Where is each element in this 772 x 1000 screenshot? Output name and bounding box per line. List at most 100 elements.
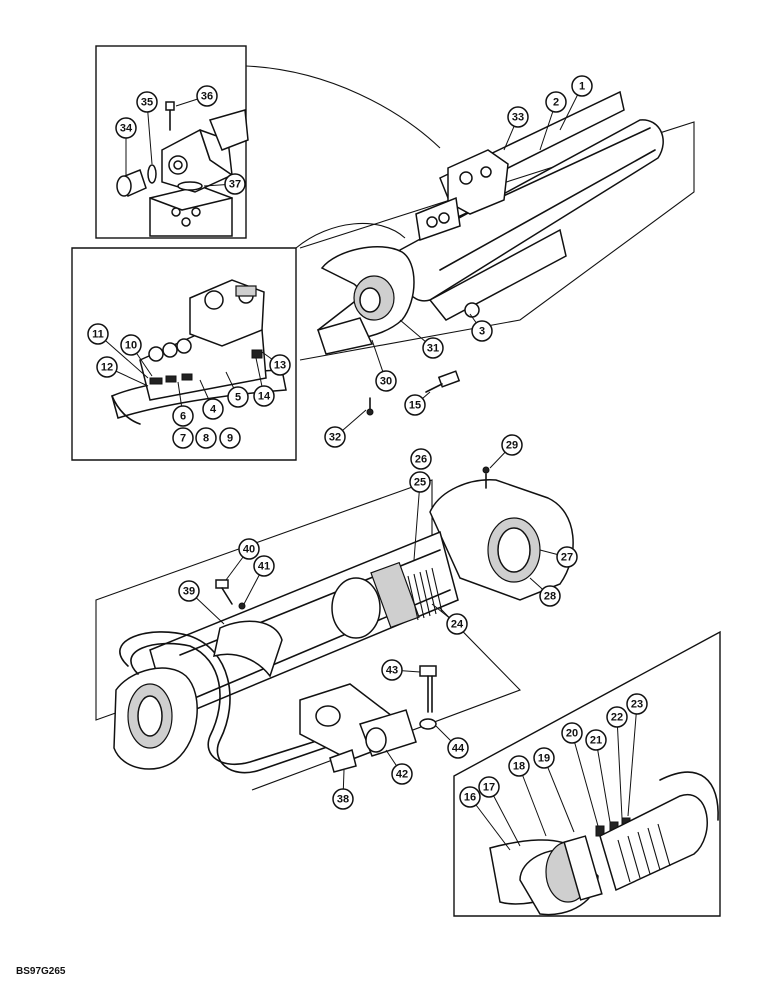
callout-25: 25 [409, 471, 431, 493]
callout-number: 27 [561, 552, 573, 564]
callout-number: 44 [452, 743, 465, 755]
callout-number: 23 [631, 699, 643, 711]
callout-3: 3 [471, 320, 493, 342]
callout-15: 15 [404, 394, 426, 416]
callout-number: 1 [579, 81, 585, 93]
callout-number: 10 [125, 340, 137, 352]
callout-27: 27 [556, 546, 578, 568]
callout-19: 19 [533, 747, 555, 769]
callout-28: 28 [539, 585, 561, 607]
callout-number: 12 [101, 362, 113, 374]
callout-number: 29 [506, 440, 518, 452]
inset-box-top [95, 45, 441, 239]
callout-circle [136, 91, 158, 113]
callout-41: 41 [253, 555, 275, 577]
callout-circle [219, 427, 241, 449]
callout-circle [585, 729, 607, 751]
callout-circle [96, 356, 118, 378]
callout-number: 18 [513, 761, 525, 773]
callout-44: 44 [447, 737, 469, 759]
callout-number: 31 [427, 343, 439, 355]
callout-36: 36 [196, 85, 218, 107]
callout-number: 3 [479, 326, 485, 338]
callout-circle [115, 117, 137, 139]
callout-number: 20 [566, 728, 578, 740]
callout-number: 28 [544, 591, 556, 603]
callout-30: 30 [375, 370, 397, 392]
callout-number: 24 [451, 619, 464, 631]
callout-number: 9 [227, 433, 233, 445]
callout-20: 20 [561, 722, 583, 744]
callout-number: 13 [274, 360, 286, 372]
callout-number: 32 [329, 432, 341, 444]
callout-17: 17 [478, 776, 500, 798]
callout-number: 4 [210, 404, 217, 416]
callout-circle [238, 538, 260, 560]
callout-circle [539, 585, 561, 607]
callout-circle [447, 737, 469, 759]
callout-number: 11 [92, 329, 104, 341]
callout-14: 14 [253, 385, 275, 407]
leader-line-16 [469, 796, 511, 851]
thread-lines-inset [617, 823, 671, 883]
callout-number: 42 [396, 769, 408, 781]
callout-circle [571, 75, 593, 97]
callout-circle [120, 334, 142, 356]
callout-number: 26 [415, 454, 427, 466]
callout-circle [172, 427, 194, 449]
leader-lines [97, 85, 638, 851]
callout-circle [195, 427, 217, 449]
callout-circle [606, 706, 628, 728]
callout-circle [459, 786, 481, 808]
callout-number: 38 [337, 794, 349, 806]
callout-circle [508, 755, 530, 777]
callout-32: 32 [324, 426, 346, 448]
leader-line-22 [616, 716, 623, 819]
callout-34: 34 [115, 117, 137, 139]
callout-number: 39 [183, 586, 195, 598]
callout-number: 2 [553, 97, 559, 109]
callout-number: 41 [258, 561, 270, 573]
callout-18: 18 [508, 755, 530, 777]
callout-38: 38 [332, 788, 354, 810]
callout-circle [227, 386, 249, 408]
callout-circle [391, 763, 413, 785]
callout-12: 12 [96, 356, 118, 378]
callout-10: 10 [120, 334, 142, 356]
callout-35: 35 [136, 91, 158, 113]
callout-circle [172, 405, 194, 427]
callout-circle [196, 85, 218, 107]
callout-number: 16 [464, 792, 476, 804]
callout-circle [253, 555, 275, 577]
callout-circle [478, 776, 500, 798]
callout-circle [446, 613, 468, 635]
callout-number: 33 [512, 112, 524, 124]
diagram-code: BS97G265 [16, 966, 66, 977]
callout-number: 19 [538, 753, 550, 765]
callout-number: 21 [590, 735, 602, 747]
callout-number: 43 [386, 665, 398, 677]
callout-33: 33 [507, 106, 529, 128]
callout-37: 37 [224, 173, 246, 195]
callout-circle [324, 426, 346, 448]
callout-circle [410, 448, 432, 470]
callout-5: 5 [227, 386, 249, 408]
callout-31: 31 [422, 337, 444, 359]
leader-line-21 [595, 739, 611, 823]
callout-1: 1 [571, 75, 593, 97]
callout-circle [404, 394, 426, 416]
callout-2: 2 [545, 91, 567, 113]
inset-box-bottom [453, 630, 721, 917]
leader-line-23 [627, 703, 638, 817]
callout-29: 29 [501, 434, 523, 456]
callout-circle [561, 722, 583, 744]
callout-42: 42 [391, 763, 413, 785]
callout-number: 6 [180, 411, 186, 423]
callout-number: 37 [229, 179, 241, 191]
callout-circle [375, 370, 397, 392]
callout-number: 35 [141, 97, 153, 109]
callout-7: 7 [172, 427, 194, 449]
leader-line-18 [518, 765, 547, 837]
callout-number: 14 [258, 391, 271, 403]
